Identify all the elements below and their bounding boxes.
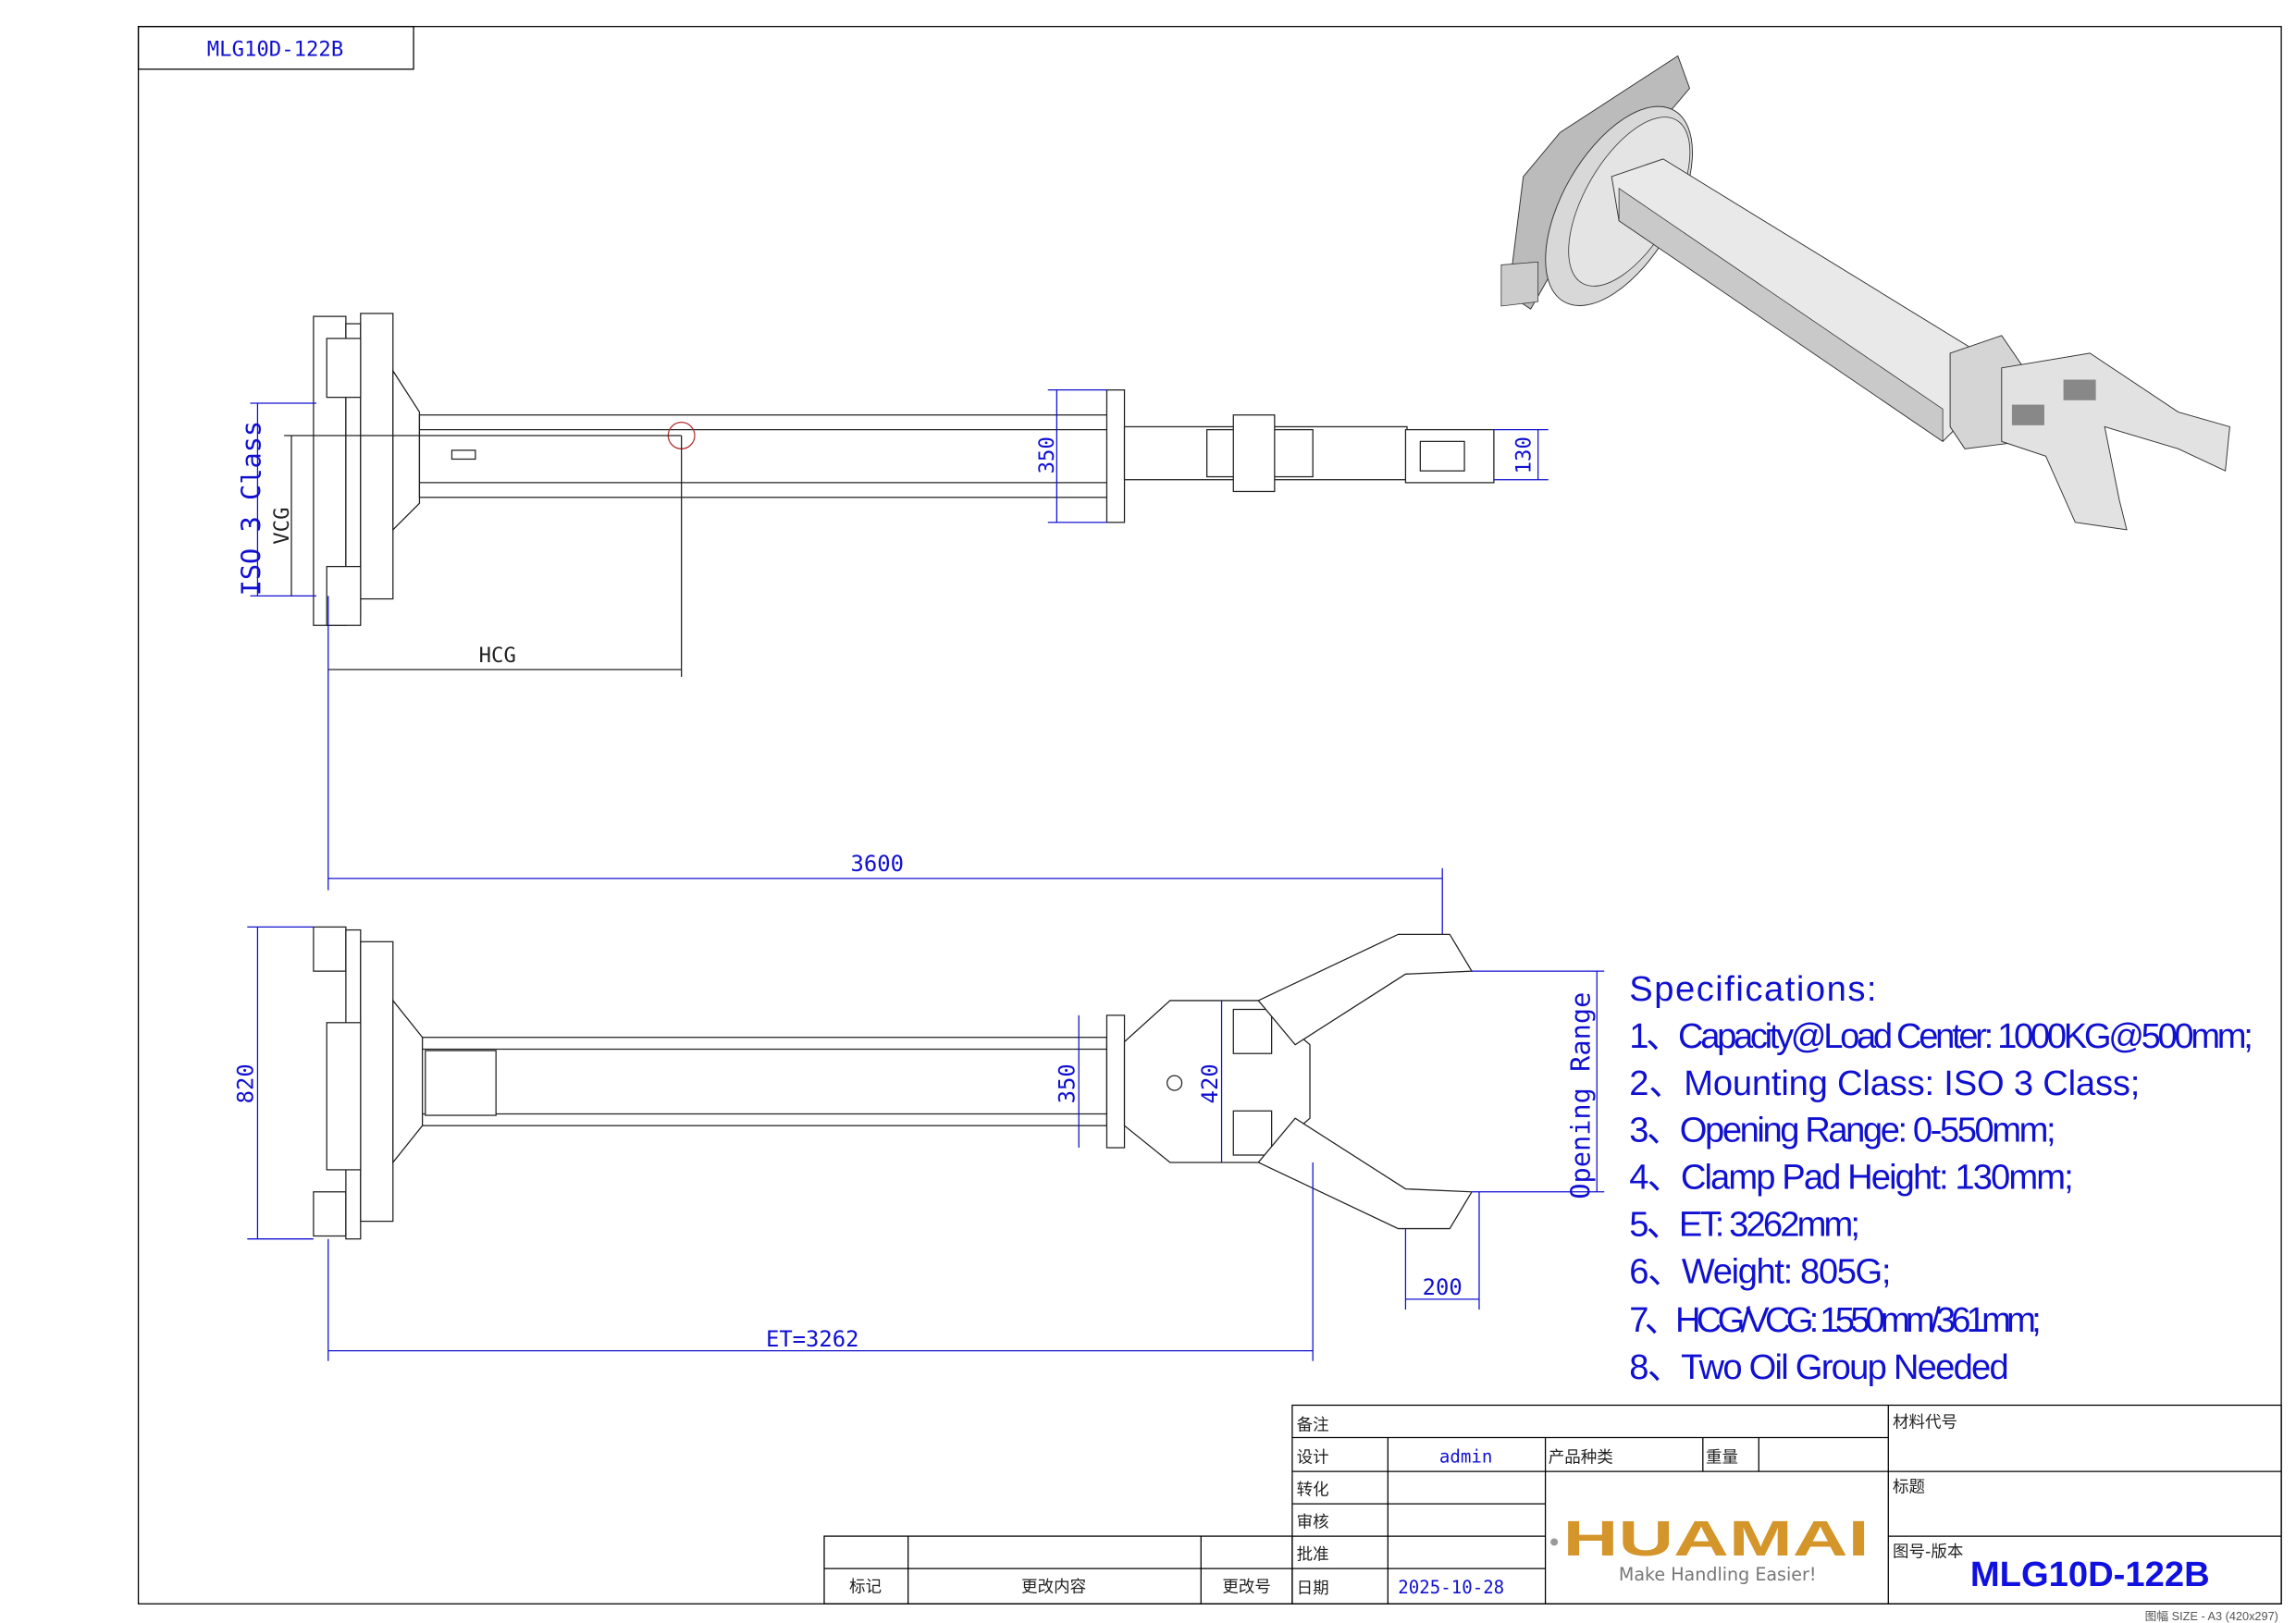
specifications: Specifications: 1、Capacity@Load Center: … (1629, 969, 2253, 1387)
design-label: 设计 (1297, 1449, 1329, 1468)
dim-et: ET=3262 (766, 1326, 859, 1352)
remarks-label: 备注 (1297, 1417, 1329, 1435)
side-view: ISO 3 Class VCG HCG 350 130 (236, 313, 1549, 891)
revision-change-no-label: 更改号 (1222, 1579, 1271, 1597)
id-label: MLG10D-122B (207, 38, 343, 62)
dim-820: 820 (233, 1064, 259, 1103)
sheet-size: 图幅 SIZE - A3 (420x297) (2145, 1609, 2278, 1623)
date-value: 2025-10-28 (1398, 1577, 1504, 1598)
spec-item: 1、Capacity@Load Center: 1000KG@500mm; (1629, 1016, 2253, 1056)
dim-200: 200 (1423, 1274, 1463, 1300)
spec-item: 4、Clamp Pad Height: 130mm; (1629, 1158, 2073, 1198)
dim-hcg: HCG (479, 644, 516, 668)
spec-title: Specifications: (1629, 969, 1876, 1009)
review-label: 审核 (1297, 1514, 1329, 1532)
spec-item: 3、Opening Range: 0-550mm; (1629, 1111, 2055, 1150)
date-label: 日期 (1297, 1580, 1329, 1598)
logo-dot-icon (1550, 1538, 1559, 1546)
dim-iso-class: ISO 3 Class (236, 421, 267, 596)
plan-view: 820 350 420 Opening Range 200 ET=3262 (233, 926, 1605, 1361)
spec-item: 5、ET: 3262mm; (1629, 1205, 1860, 1245)
drawing-no-label: 图号-版本 (1893, 1543, 1963, 1561)
dim-350-top: 350 (1035, 436, 1059, 473)
convert-label: 转化 (1297, 1482, 1329, 1500)
material-code-label: 材料代号 (1893, 1413, 1957, 1432)
title-label: 标题 (1893, 1478, 1925, 1496)
spec-item: 6、Weight: 805G; (1629, 1251, 1891, 1291)
designer-value: admin (1439, 1446, 1492, 1468)
dim-130: 130 (1512, 436, 1537, 473)
spec-item: 7、HCG/VCG: 1550mm/361mm; (1629, 1300, 2041, 1340)
huamai-logo: HUAMAI (1563, 1511, 1870, 1567)
weight-label: 重量 (1706, 1449, 1738, 1468)
slogan: Make Handling Easier! (1619, 1564, 1817, 1585)
approve-label: 批准 (1297, 1546, 1329, 1565)
revision-content-label: 更改内容 (1021, 1579, 1086, 1597)
dim-350-bottom: 350 (1054, 1064, 1080, 1103)
dim-vcg: VCG (270, 508, 294, 545)
title-block: 备注 设计 admin 产品种类 重量 转化 审核 批准 日期 2025-10-… (823, 1404, 2282, 1623)
product-type-label: 产品种类 (1549, 1449, 1613, 1468)
spec-item: 2、Mounting Class: ISO 3 Class; (1629, 1064, 2140, 1103)
dim-420: 420 (1197, 1064, 1223, 1103)
id-label-box (137, 26, 414, 70)
spec-item: 8、Two Oil Group Needed (1629, 1347, 2008, 1387)
dim-opening-range: Opening Range (1564, 992, 1596, 1199)
isometric-view (1500, 55, 2230, 531)
drawing-no-value: MLG10D-122B (1970, 1555, 2210, 1594)
dim-3600: 3600 (851, 851, 904, 877)
revision-mark-label: 标记 (849, 1579, 882, 1597)
